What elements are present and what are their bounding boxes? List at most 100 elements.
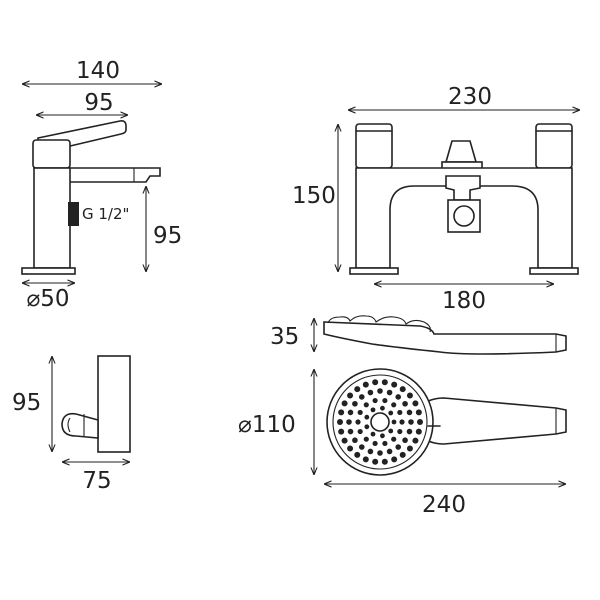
nozzle-dot (347, 445, 354, 452)
nozzle-dot (338, 428, 345, 435)
nozzle-dot (355, 419, 361, 425)
dim-handset-length: 240 (422, 492, 466, 518)
nozzle-dot (391, 381, 398, 388)
nozzle-dot (370, 407, 376, 413)
nozzle-dot (415, 428, 422, 435)
nozzle-dot (372, 397, 378, 404)
wall-bracket-plate (97, 355, 131, 453)
shower-handset-front (326, 368, 567, 476)
dim-basin-base-diameter: ⌀50 (26, 286, 69, 312)
nozzle-dot (358, 394, 365, 400)
nozzle-dot (399, 451, 406, 458)
dim-basin-thread: G 1/2" (82, 205, 129, 223)
bath-shower-mixer (349, 123, 579, 275)
nozzle-dot (382, 397, 388, 404)
nozzle-dot (399, 386, 406, 393)
nozzle-dot (370, 431, 376, 437)
bath-mixer-spout (445, 175, 481, 201)
nozzle-dot (382, 440, 388, 447)
handset-side-dimensions: 35 (270, 318, 314, 352)
basin-mixer-spout (67, 167, 161, 183)
nozzle-dot (406, 409, 413, 416)
nozzle-dot (363, 402, 369, 408)
nozzle-dot (412, 437, 419, 444)
nozzle-dot (372, 458, 379, 465)
wall-bracket-holder (61, 412, 99, 439)
nozzle-dot (347, 428, 354, 435)
nozzle-dot (377, 450, 383, 456)
nozzle-dot (362, 381, 369, 388)
nozzle-dot (402, 400, 408, 407)
nozzle-dot (399, 419, 405, 425)
bath-mixer-shower-outlet (447, 199, 481, 233)
nozzle-dot (381, 379, 388, 386)
nozzle-dot (397, 428, 403, 435)
nozzle-dot (341, 437, 348, 444)
nozzle-dot (395, 394, 402, 400)
nozzle-dot (338, 409, 345, 416)
nozzle-dot (337, 419, 343, 425)
nozzle-dot (354, 386, 361, 393)
bath-mixer-body (355, 167, 573, 269)
basin-mixer-body (32, 139, 71, 169)
handset-nozzles (337, 379, 423, 465)
nozzle-dot (395, 444, 402, 450)
nozzle-dot (412, 400, 419, 407)
handset-front-handle (419, 397, 567, 445)
wall-bracket-dimensions: 95 75 (12, 356, 130, 494)
nozzle-dot (372, 440, 378, 447)
nozzle-dot (364, 424, 370, 430)
bath-mixer-diverter (444, 140, 478, 163)
dim-bracket-height: 95 (12, 390, 41, 416)
basin-mixer-stem (33, 167, 71, 269)
nozzle-dot (367, 448, 374, 455)
nozzle-dot (357, 409, 363, 416)
thread-block (68, 202, 79, 226)
nozzle-dot (391, 402, 397, 408)
nozzle-dot (377, 388, 383, 394)
wall-bracket (61, 355, 131, 453)
nozzle-dot (357, 428, 363, 435)
bath-mixer-right-foot (529, 267, 579, 275)
nozzle-dot (347, 392, 354, 399)
nozzle-dot (415, 409, 422, 416)
nozzle-dot (388, 410, 394, 416)
dim-bath-overall-width: 230 (448, 84, 492, 110)
basin-mixer (21, 120, 161, 275)
nozzle-dot (363, 436, 369, 442)
nozzle-dot (346, 419, 352, 425)
nozzle-dot (406, 445, 413, 452)
nozzle-dot (381, 458, 388, 465)
nozzle-dot (362, 456, 369, 463)
dim-basin-height: 95 (153, 223, 182, 249)
bath-mixer-dimensions: 230 150 180 (292, 84, 580, 314)
nozzle-dot (380, 405, 385, 411)
nozzle-dot (402, 437, 408, 444)
nozzle-dot (408, 419, 414, 425)
nozzle-dot (380, 433, 385, 439)
handset-side-profile (323, 321, 567, 355)
nozzle-dot (347, 409, 354, 416)
dim-handset-depth: 35 (270, 324, 299, 350)
dim-bath-height: 150 (292, 183, 336, 209)
nozzle-dot (388, 428, 394, 434)
nozzle-dot (372, 379, 379, 386)
nozzle-dot (352, 437, 358, 444)
bath-mixer-left-foot (349, 267, 399, 275)
dim-handset-head-diameter: ⌀110 (238, 412, 296, 438)
shower-handset-side (323, 315, 567, 355)
basin-mixer-base (21, 267, 76, 275)
dim-bracket-projection: 75 (82, 468, 111, 494)
nozzle-dot (386, 448, 393, 455)
nozzle-dot (406, 392, 413, 399)
dim-basin-spout-reach: 95 (84, 90, 113, 116)
nozzle-dot (364, 414, 370, 420)
dim-bath-centres: 180 (442, 288, 486, 314)
nozzle-dot (367, 389, 374, 396)
basin-dimensions: 140 95 G 1/2" 95 ⌀50 (22, 58, 182, 312)
nozzle-dot (352, 400, 358, 407)
handset-front-dimensions: ⌀110 240 (238, 369, 566, 518)
nozzle-dot (391, 456, 398, 463)
nozzle-dot (417, 419, 423, 425)
